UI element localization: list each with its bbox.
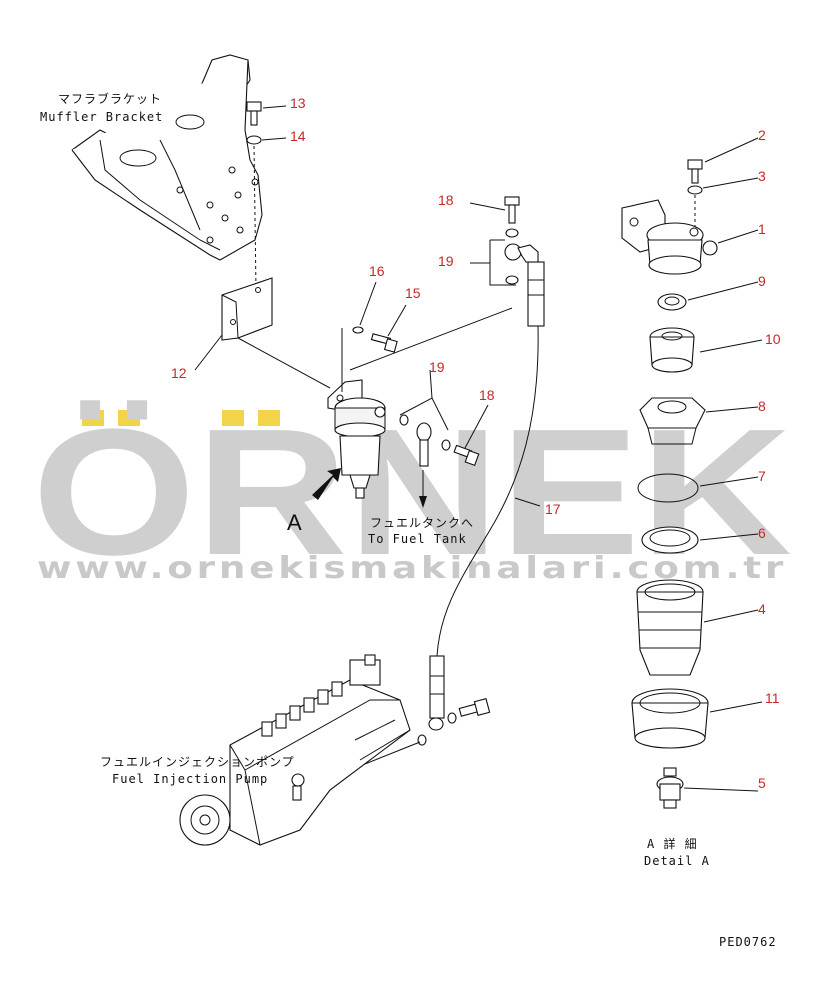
part-number-14: 14 xyxy=(290,128,306,144)
watermark-dot-left-a xyxy=(82,410,104,426)
hose-17-drawing xyxy=(428,196,545,731)
muffler-bracket-en-label: Muffler Bracket xyxy=(40,110,163,124)
part-number-10: 10 xyxy=(765,331,781,347)
part-number-15: 15 xyxy=(405,285,421,301)
part-numbers: 13 14 12 16 15 18 19 19 18 17 2 3 1 9 10… xyxy=(171,95,781,791)
muffler-bracket-drawing xyxy=(71,54,263,261)
fuel-injection-pump-drawing xyxy=(179,654,411,846)
fuel-filter-assembly xyxy=(327,307,513,499)
part-number-3: 3 xyxy=(758,168,766,184)
part-number-19-lower: 19 xyxy=(429,359,445,375)
detail-a-drawing xyxy=(621,159,718,809)
drawing-code: PED0762 xyxy=(719,935,777,949)
part-number-1: 1 xyxy=(758,221,766,237)
part-number-4: 4 xyxy=(758,601,766,617)
leader-lines xyxy=(194,105,763,792)
watermark-dot-right-a xyxy=(222,410,244,426)
fuel-injection-pump-jp-label: フュエルインジェクションポンプ xyxy=(100,755,295,769)
view-a-label: A xyxy=(287,510,302,535)
part-number-12: 12 xyxy=(171,365,187,381)
part-number-2: 2 xyxy=(758,127,766,143)
watermark-dot-right-b xyxy=(258,410,280,426)
detail-a-jp-label: A 詳 細 xyxy=(647,836,698,851)
part-number-9: 9 xyxy=(758,273,766,289)
part-number-6: 6 xyxy=(758,525,766,541)
part-number-13: 13 xyxy=(290,95,306,111)
text-labels: マフラブラケット Muffler Bracket フュエルタンクへ To Fue… xyxy=(40,91,777,949)
part-number-18-lower: 18 xyxy=(479,387,495,403)
part-number-8: 8 xyxy=(758,398,766,414)
part-number-11: 11 xyxy=(765,690,780,706)
muffler-bracket-jp-label: マフラブラケット xyxy=(58,91,162,106)
to-fuel-tank-jp-label: フュエルタンクへ xyxy=(370,516,474,530)
detail-a-en-label: Detail A xyxy=(644,854,710,868)
part-number-18-upper: 18 xyxy=(438,192,454,208)
part-number-16: 16 xyxy=(369,263,385,279)
to-fuel-tank-en-label: To Fuel Tank xyxy=(368,532,467,546)
watermark-dot-left-b xyxy=(118,410,140,426)
part-number-5: 5 xyxy=(758,775,766,791)
bolt-15-drawing xyxy=(352,326,398,353)
bracket-12-drawing xyxy=(221,277,331,389)
bolt-13-drawing xyxy=(246,101,262,291)
part-number-17: 17 xyxy=(545,501,561,517)
view-a-arrow xyxy=(312,468,341,500)
fuel-injection-pump-en-label: Fuel Injection Pump xyxy=(112,772,268,786)
part-number-19-upper: 19 xyxy=(438,253,454,269)
part-number-7: 7 xyxy=(758,468,766,484)
